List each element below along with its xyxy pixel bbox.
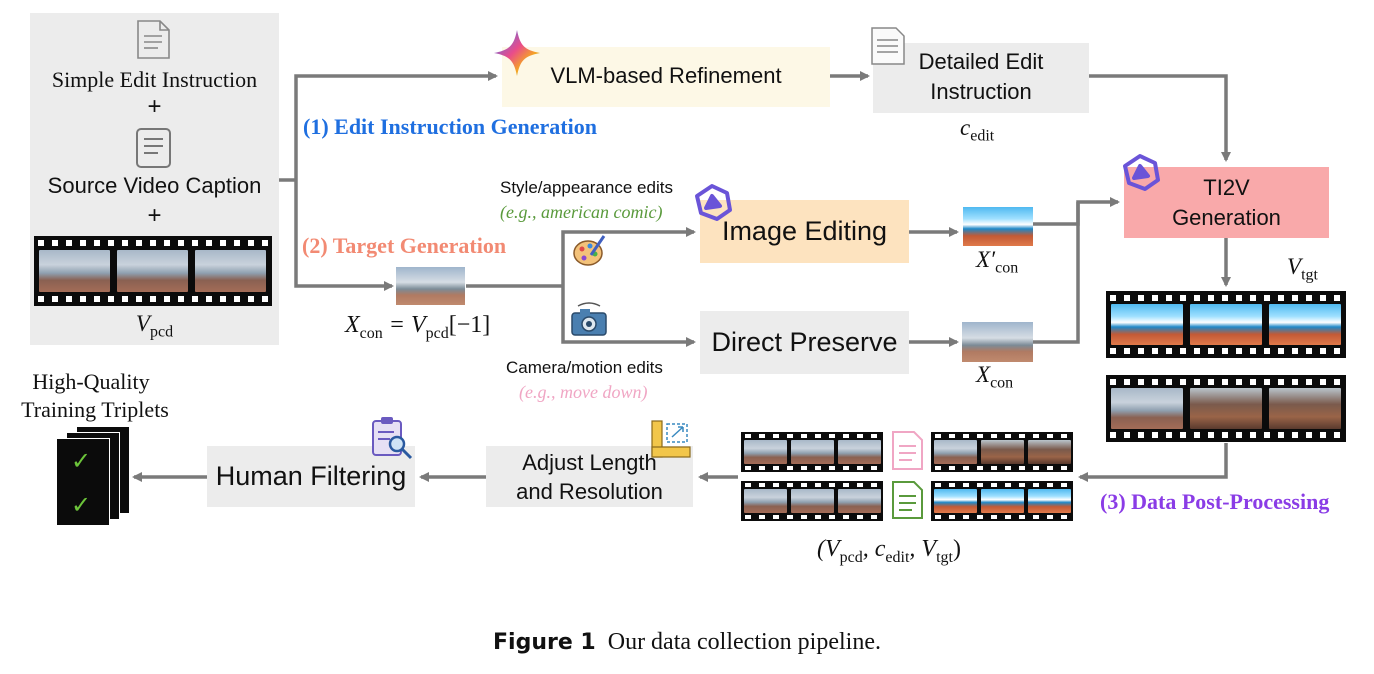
x-con-formula-x: X (345, 312, 360, 338)
arrow-detailed-to-ti2v (1089, 74, 1231, 162)
x-con-prime-symbol: X′ (976, 247, 996, 272)
direct-preserve-box (700, 311, 909, 374)
x-con-formula-sub: con (359, 324, 383, 342)
x-con-thumbnail (396, 267, 465, 305)
triplet-formula: (Vpcd, cedit, Vtgt) (817, 536, 961, 567)
triplet-sub-3: tgt (936, 548, 953, 566)
c-edit-label: cedit (960, 115, 994, 146)
pink-document-icon (892, 431, 923, 470)
arrow-to-image-editing (561, 227, 696, 286)
document-icon (137, 20, 170, 59)
x-con-prime-sub: con (995, 259, 1019, 277)
x-con-formula-index: [−1] (448, 312, 491, 338)
checklist-document-icon (136, 128, 171, 168)
paint-palette-icon (573, 235, 606, 266)
triplet-open: (V (817, 536, 840, 562)
arrow-to-vlm (294, 71, 498, 180)
triplet-mid-1: , c (862, 536, 886, 562)
clipboard-search-icon (372, 417, 413, 460)
x-con-output-thumbnail (962, 322, 1033, 362)
x-con-sub: con (990, 374, 1014, 392)
triplet-sub-2: edit (885, 548, 910, 566)
adjust-label-2: and Resolution (516, 479, 663, 504)
qwen-logo-icon (695, 184, 732, 221)
x-con-formula: Xcon = Vpcd[−1] (345, 312, 490, 343)
image-editing-box (700, 200, 909, 263)
figure-caption-text: Our data collection pipeline. (607, 629, 881, 655)
v-pcd-label: Vpcd (30, 311, 279, 342)
pair-target-filmstrip-1 (931, 432, 1073, 472)
c-edit-sub: edit (970, 127, 995, 145)
source-video-filmstrip (34, 236, 272, 306)
triplet-mid-2: , V (909, 536, 937, 562)
hq-label-1: High-Quality (32, 369, 150, 394)
pair-target-filmstrip-2 (931, 481, 1073, 521)
x-con-prime-thumbnail (963, 207, 1033, 246)
style-edits-label: Style/appearance edits (500, 178, 673, 197)
hq-label-2: Training Triplets (21, 397, 169, 422)
image-editing-label: Image Editing (721, 216, 888, 246)
vlm-box (502, 47, 830, 107)
gemini-star-icon (494, 30, 540, 76)
x-con-symbol: X (976, 362, 991, 387)
ruler-resize-icon (651, 420, 691, 458)
x-con-formula-eq: = V (382, 312, 426, 338)
detailed-instruction-box (873, 43, 1089, 113)
style-example-label: (e.g., american comic) (500, 202, 663, 222)
ti2v-label-2: Generation (1172, 205, 1281, 230)
check-icon: ✓ (71, 447, 92, 475)
arrow-xprime-to-ti2v (1033, 197, 1120, 226)
camera-edits-label: Camera/motion edits (506, 358, 663, 377)
arrow-to-direct-preserve (561, 286, 696, 347)
detailed-instruction-label-2: Instruction (930, 79, 1032, 104)
source-caption-label: Source Video Caption (47, 173, 262, 198)
x-con-label: Xcon (976, 362, 1013, 393)
triplet-close: ) (952, 536, 961, 562)
ti2v-label-1: TI2V (1203, 175, 1250, 200)
simple-edit-label: Simple Edit Instruction (51, 67, 258, 92)
pair-source-filmstrip-2 (741, 481, 883, 521)
arrow-to-target (294, 180, 394, 291)
plus-sign-2: + (147, 202, 162, 229)
arrow-xcon-to-ti2v (1033, 202, 1080, 344)
triplet-card-front: ✓ ✓ (56, 438, 110, 526)
v-tgt-symbol: V (1287, 254, 1302, 279)
camera-motion-filmstrip (1106, 375, 1346, 442)
v-tgt-label: Vtgt (1287, 254, 1318, 285)
target-video-filmstrip (1106, 291, 1346, 358)
qwen-logo-icon-ti2v (1123, 154, 1160, 191)
v-pcd-sub: pcd (149, 323, 174, 341)
camera-example-label: (e.g., move down) (519, 382, 648, 402)
check-icon: ✓ (71, 491, 92, 519)
detailed-instruction-label-1: Detailed Edit (918, 49, 1044, 74)
camera-icon (571, 302, 607, 336)
v-tgt-sub: tgt (1301, 266, 1318, 284)
arrow-post-processing (1078, 443, 1228, 482)
direct-preserve-label: Direct Preserve (711, 327, 898, 357)
triplet-sub-1: pcd (839, 548, 863, 566)
vlm-refinement-label: VLM-based Refinement (550, 63, 782, 88)
adjust-label-1: Adjust Length (522, 450, 657, 475)
x-con-formula-sub2: pcd (425, 324, 449, 342)
detailed-document-icon (871, 27, 905, 65)
figure-caption: Figure 1 Our data collection pipeline. (0, 629, 1374, 656)
pair-source-filmstrip-1 (741, 432, 883, 472)
x-con-prime-label: X′con (976, 247, 1018, 278)
plus-sign-1: + (147, 93, 162, 120)
human-filtering-label: Human Filtering (215, 461, 407, 491)
stage3-label: (3) Data Post-Processing (1100, 489, 1330, 514)
c-edit-symbol: c (960, 115, 971, 140)
figure-label: Figure 1 (493, 630, 596, 655)
human-filtering-box (207, 446, 415, 507)
stage1-label: (1) Edit Instruction Generation (303, 114, 597, 139)
stage2-label: (2) Target Generation (302, 233, 507, 258)
green-document-icon (892, 481, 923, 519)
v-pcd-symbol: V (135, 311, 150, 336)
